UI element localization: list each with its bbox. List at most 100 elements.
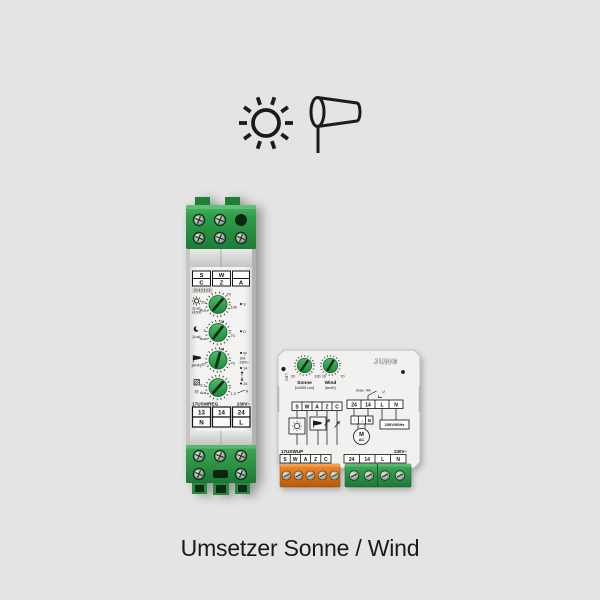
- mount-hole: [401, 370, 405, 374]
- flush-orange-block: [279, 463, 341, 488]
- rail-term-13: 13: [198, 410, 205, 417]
- wind-unit: [km/h]: [325, 386, 335, 390]
- rail-term-24: 24: [238, 410, 245, 417]
- flush-module: LED 20 100 10 70 Sonne [x1000 Lux] Wind …: [277, 349, 421, 488]
- control-arrows: [324, 419, 340, 428]
- motor-m: M: [359, 432, 364, 438]
- knob2-unit: [Lux]: [193, 335, 201, 339]
- rail-module: S W C Z A 70 20 100 Aus: [186, 197, 256, 495]
- diag-s: S: [295, 404, 299, 410]
- arrow-up-down: [240, 371, 244, 382]
- term-a: A: [304, 457, 308, 463]
- rail-term-14: 14: [218, 410, 225, 417]
- rail-label-w: W: [219, 273, 225, 279]
- knob-sonne: [294, 355, 315, 376]
- sun-icon: [239, 96, 293, 150]
- brand-logo: JUNG: [374, 357, 398, 366]
- diag-a: A: [315, 404, 319, 410]
- wind-max: 70: [341, 375, 345, 379]
- diag-w: W: [305, 404, 310, 410]
- rail-model: 17USWREG: [192, 402, 219, 407]
- led-indicator: [281, 366, 286, 372]
- supply-label: 230V/50Hz: [385, 422, 405, 427]
- direction-box: ↑ ↓ N: [350, 415, 374, 425]
- max-current: max. 4A: [356, 388, 371, 393]
- diag-14: 14: [365, 402, 371, 408]
- knob4-mark24: 24: [243, 382, 247, 386]
- knob3-scale-top: 40: [220, 348, 224, 352]
- knob4-unit: [s]: [195, 390, 199, 394]
- term-n: N: [396, 457, 400, 463]
- knob2-scale-right: 70: [231, 334, 235, 338]
- flush-voltage: 230V~: [394, 449, 407, 454]
- relay-contact-symbol: [367, 390, 382, 400]
- rail-hole: [235, 214, 247, 226]
- knob3-unit: [km/h]: [192, 364, 202, 368]
- knob3-scale-left: 10: [201, 363, 205, 367]
- windsock-icon: [309, 96, 362, 153]
- supply-box: 230V/50Hz: [379, 419, 410, 430]
- knob1-scale-left: 20: [201, 301, 205, 305]
- sun-small-icon: [191, 296, 202, 306]
- knob1-unit2: x1000: [192, 311, 202, 315]
- diag-n: N: [394, 402, 398, 408]
- knob-sun-threshold: [205, 291, 231, 318]
- knob2-scale-top: 30: [220, 320, 224, 324]
- rail-term-n: N: [199, 420, 204, 427]
- rail-slot: [213, 470, 228, 478]
- dir-n: N: [368, 418, 372, 423]
- term-14: 14: [364, 457, 370, 463]
- knob4-scale-aus: Aus: [200, 391, 207, 395]
- term-c: C: [324, 457, 328, 463]
- diagram-wires-right: [353, 408, 397, 430]
- rail-label-z: Z: [220, 281, 224, 287]
- knob3-rating1: 10A: [240, 357, 247, 361]
- term-w: W: [293, 457, 298, 463]
- knob-dusk-threshold: [205, 319, 231, 346]
- term-l: L: [381, 457, 384, 463]
- rail-terminal-table: [191, 406, 251, 428]
- rail-term-l: L: [239, 420, 243, 427]
- knob3-mark: W: [243, 352, 247, 356]
- flush-term-right-row: 24 14 L N: [343, 454, 407, 464]
- knob3-mark14: 14: [243, 367, 247, 371]
- knob4-mu: μ: [246, 389, 248, 393]
- caption: Umsetzer Sonne / Wind: [180, 535, 420, 561]
- knob1-mark: S: [243, 303, 246, 307]
- knob-wind-threshold: [205, 347, 231, 373]
- flush-side-slot: [418, 386, 421, 412]
- mu-symbol: μ: [383, 390, 385, 394]
- sonne-min: 20: [291, 375, 295, 379]
- sun-sensor-box: [288, 417, 306, 435]
- rail-voltage: 230V~: [237, 402, 251, 407]
- rail-top-tab: [225, 197, 240, 207]
- knob1-scale-aus: Aus: [200, 309, 207, 313]
- knob1-scale-right: 100: [231, 306, 237, 310]
- rail-top-tab: [195, 197, 210, 207]
- rail-label-s: S: [200, 273, 204, 279]
- wind-sensor-box: [309, 416, 327, 431]
- led-label: LED: [285, 374, 289, 382]
- sensor-terminal-row: S W A Z C: [291, 401, 343, 411]
- diag-c: C: [335, 404, 339, 410]
- rail-top-terminal-block: [186, 205, 256, 249]
- knob1-scale-top: 70: [227, 293, 231, 297]
- diag-z: Z: [325, 404, 328, 410]
- ramp-symbol: [237, 389, 246, 394]
- output-terminal-row: 24 14 L N: [346, 399, 404, 409]
- term-24: 24: [349, 457, 355, 463]
- knob4-scale-left: 0,1: [200, 384, 205, 388]
- motor-symbol: M AC: [353, 428, 370, 445]
- windsock-small-icon: [192, 355, 201, 363]
- rail-io-table: [192, 270, 250, 287]
- knob3-rating2: 230V~: [240, 360, 250, 364]
- sonne-label: Sonne: [297, 380, 312, 386]
- term-s: S: [283, 457, 287, 463]
- dir-down: ↓: [361, 418, 363, 423]
- diag-24: 24: [351, 402, 357, 408]
- dir-up: ↑: [354, 418, 356, 423]
- barcode-label: [192, 287, 213, 293]
- knob2-scale-left: 1: [203, 329, 205, 333]
- knob2-scale-aus: Aus: [200, 337, 207, 341]
